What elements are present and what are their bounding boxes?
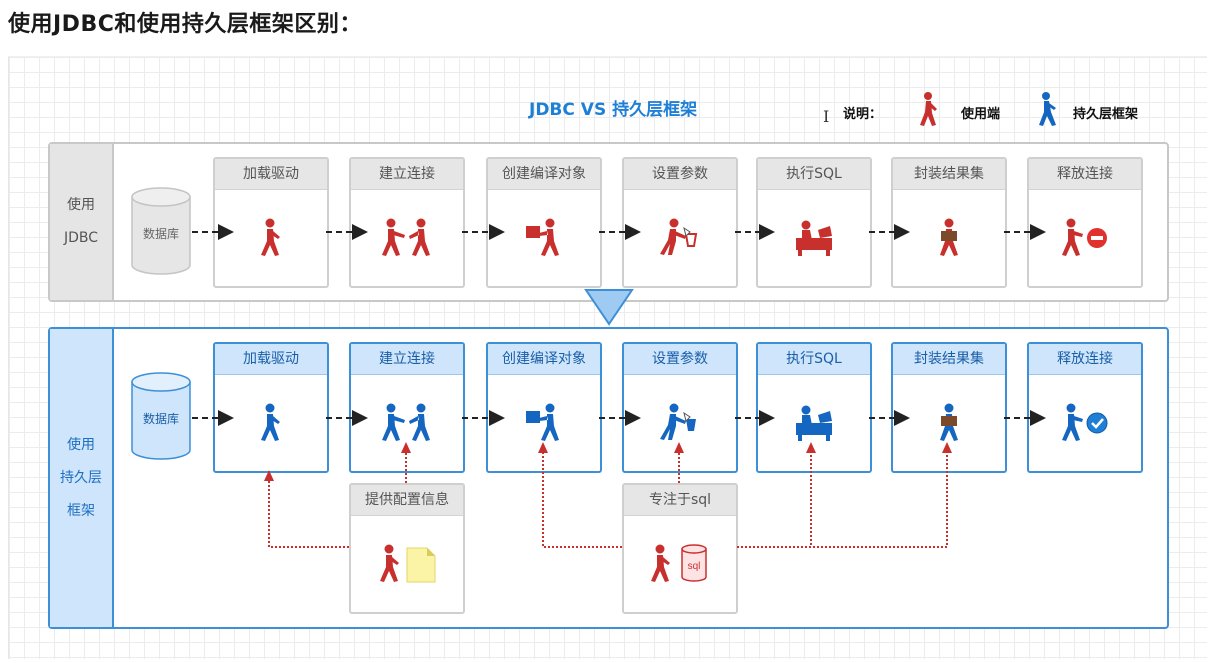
diagram-title: JDBC VS 持久层框架 <box>529 100 698 120</box>
person-at-desk-icon <box>758 374 870 471</box>
page-title: 使用JDBC和使用持久层框架区别： <box>8 12 362 37</box>
step-title: 加载驱动 <box>215 159 327 190</box>
jdbc-side-line2: JDBC <box>63 230 99 246</box>
orm-panel: 使用 持久层 框架 数据库 加载驱动 建立连接 创建编译对象 <box>48 327 1169 629</box>
down-triangle-icon <box>584 289 634 326</box>
step-title: 释放连接 <box>1029 159 1141 190</box>
jdbc-panel: 使用 JDBC 数据库 加载驱动 建立连接 创建编译对象 <box>48 142 1169 302</box>
orm-database-label: 数据库 <box>142 412 179 426</box>
step-title: 封装结果集 <box>893 344 1005 375</box>
person-with-bucket-icon <box>624 374 736 471</box>
jdbc-step-execute-sql: 执行SQL <box>756 157 872 288</box>
person-with-sql-db-icon: sql <box>624 515 736 612</box>
step-title: 设置参数 <box>624 344 736 375</box>
diagram-canvas: JDBC VS 持久层框架 I 说明： 使用端 持久层框架 使用 JDBC 数据… <box>8 56 1207 659</box>
jdbc-side-line1: 使用 <box>67 197 95 213</box>
orm-step-compile-object: 创建编译对象 <box>486 342 602 473</box>
step-title: 创建编译对象 <box>488 159 600 190</box>
legend-user-person-icon <box>920 92 937 126</box>
person-with-box-icon <box>488 189 600 286</box>
orm-side-line2: 持久层 <box>60 469 102 486</box>
sql-label: sql <box>688 561 701 572</box>
config-box-title: 专注于sql <box>624 485 736 516</box>
connectors-overlay <box>192 224 1046 548</box>
legend-user-side-label: 使用端 <box>961 107 1001 122</box>
database-cylinder-icon <box>131 372 191 460</box>
person-with-stop-icon <box>1029 189 1141 286</box>
step-title: 执行SQL <box>758 344 870 375</box>
walking-person-icon <box>215 189 327 286</box>
step-title: 创建编译对象 <box>488 344 600 375</box>
two-persons-icon <box>351 189 463 286</box>
step-title: 封装结果集 <box>893 159 1005 190</box>
walking-person-icon <box>215 374 327 471</box>
legend-label: 说明： <box>843 107 883 122</box>
jdbc-database-label: 数据库 <box>142 227 179 241</box>
orm-side-label: 使用 持久层 框架 <box>50 329 114 627</box>
step-title: 加载驱动 <box>215 344 327 375</box>
jdbc-database: 数据库 <box>130 187 192 277</box>
step-title: 设置参数 <box>624 159 736 190</box>
orm-step-release: 释放连接 <box>1027 342 1143 473</box>
jdbc-step-wrap-results: 封装结果集 <box>891 157 1007 288</box>
legend: 说明： 使用端 持久层框架 <box>839 91 1199 131</box>
step-title: 建立连接 <box>351 344 463 375</box>
jdbc-step-release: 释放连接 <box>1027 157 1143 288</box>
legend-framework-label: 持久层框架 <box>1073 107 1139 122</box>
jdbc-step-compile-object: 创建编译对象 <box>486 157 602 288</box>
config-box-title: 提供配置信息 <box>351 485 463 516</box>
person-with-document-icon <box>351 515 463 612</box>
person-carrying-box-icon <box>893 189 1005 286</box>
jdbc-step-load-driver: 加载驱动 <box>213 157 329 288</box>
config-box-provide-config: 提供配置信息 <box>349 483 465 614</box>
step-title: 释放连接 <box>1029 344 1141 375</box>
orm-step-load-driver: 加载驱动 <box>213 342 329 473</box>
person-with-check-icon <box>1029 374 1141 471</box>
jdbc-side-label: 使用 JDBC <box>50 144 114 300</box>
jdbc-step-connect: 建立连接 <box>349 157 465 288</box>
orm-side-line3: 框架 <box>67 502 95 519</box>
orm-database: 数据库 <box>130 372 192 462</box>
person-with-box-icon <box>488 374 600 471</box>
two-persons-icon <box>351 374 463 471</box>
config-box-focus-sql: 专注于sql sql <box>622 483 738 614</box>
legend-framework-person-icon <box>1039 92 1056 126</box>
jdbc-step-set-params: 设置参数 <box>622 157 738 288</box>
text-cursor-icon: I <box>823 107 830 126</box>
orm-side-line1: 使用 <box>67 436 95 453</box>
database-cylinder-icon <box>131 187 191 275</box>
step-title: 执行SQL <box>758 159 870 190</box>
person-carrying-box-icon <box>893 374 1005 471</box>
person-at-desk-icon <box>758 189 870 286</box>
step-title: 建立连接 <box>351 159 463 190</box>
person-with-bucket-icon <box>624 189 736 286</box>
